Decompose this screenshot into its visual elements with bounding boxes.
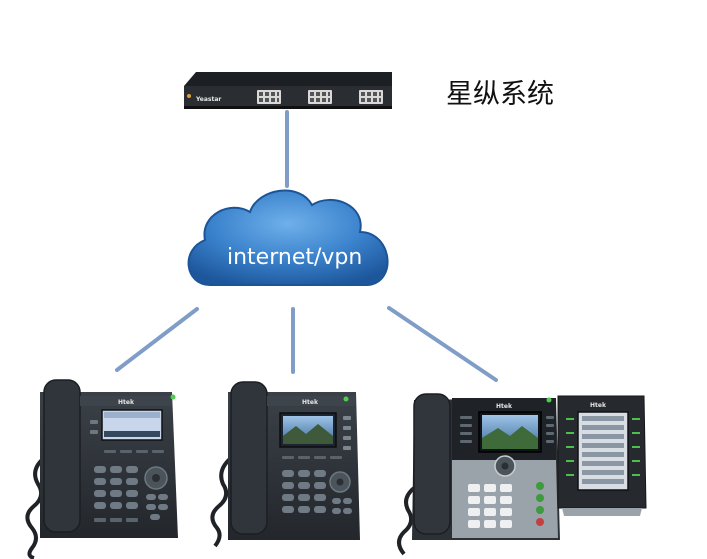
cloud-label: internet/vpn xyxy=(227,245,362,270)
desk-phone-icon: Htek xyxy=(25,379,178,559)
expansion-brand-label: Htek xyxy=(590,402,607,409)
pbx-brand-label: Yeastar xyxy=(195,96,221,103)
phone-1-brand-label: Htek xyxy=(118,399,135,406)
phone-2-brand-label: Htek xyxy=(302,399,319,406)
connection-lines xyxy=(115,110,498,382)
cloud-icon: internet/vpn xyxy=(187,189,389,286)
expansion-module-icon: Htek xyxy=(557,395,647,516)
line-cloud-to-phone-3 xyxy=(387,306,498,382)
video-phone-icon: Htek xyxy=(210,381,360,548)
executive-phone-icon: Htek xyxy=(397,393,560,556)
line-cloud-to-phone-1 xyxy=(115,307,199,372)
system-label: 星纵系统 xyxy=(446,79,554,110)
phone-3-brand-label: Htek xyxy=(496,403,513,410)
pbx-device-icon: Yeastar xyxy=(184,72,392,109)
